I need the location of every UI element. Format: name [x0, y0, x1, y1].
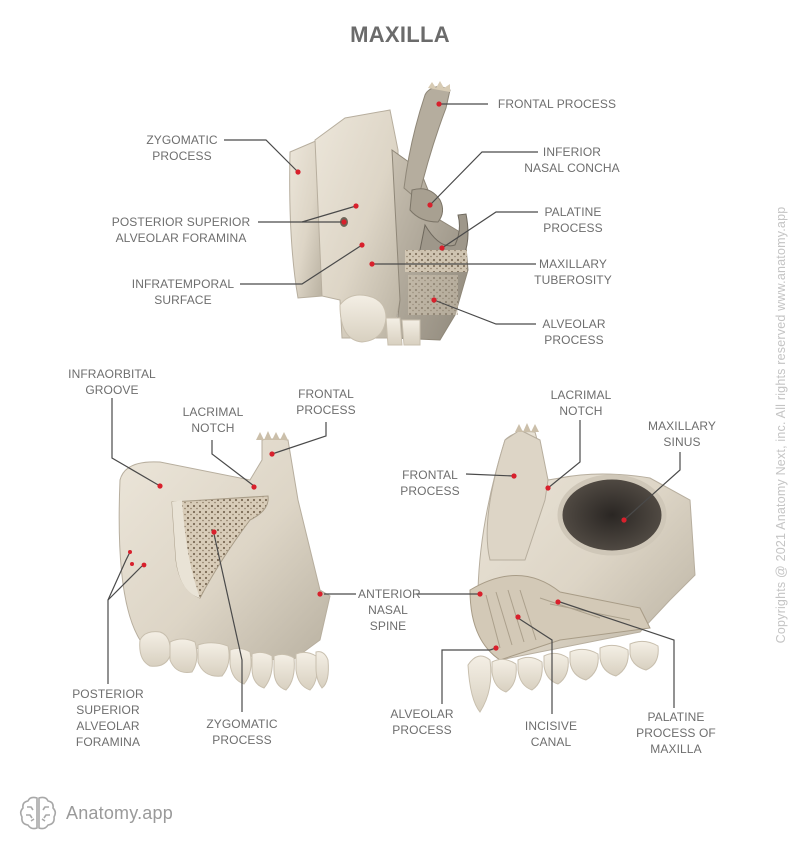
label-maxillary-sinus: MAXILLARY SINUS — [647, 419, 717, 449]
label-posterior-superior-alveolar-foramina-left: POSTERIOR SUPERIOR ALVEOLAR FORAMINA — [72, 687, 144, 749]
label-infratemporal-surface: INFRATEMPORAL SURFACE — [131, 277, 235, 307]
copyright-watermark: Copyrights @ 2021 Anatomy Next, inc. All… — [774, 206, 788, 644]
label-inferior-nasal-concha: INFERIOR NASAL CONCHA — [524, 145, 620, 175]
brand-name: Anatomy.app — [66, 802, 173, 823]
posterior-view-bone — [289, 81, 469, 346]
label-anterior-nasal-spine: ANTERIOR NASAL SPINE — [358, 587, 421, 633]
label-alveolar-process-right: ALVEOLAR PROCESS — [390, 707, 454, 737]
label-lacrimal-notch-right: LACRIMAL NOTCH — [550, 388, 612, 418]
brain-icon — [19, 796, 57, 830]
page-title: MAXILLA — [350, 22, 450, 47]
label-frontal-process-top: FRONTAL PROCESS — [497, 97, 617, 111]
label-zygomatic-process-left: ZYGOMATIC PROCESS — [206, 717, 278, 747]
lateral-view-bone — [118, 431, 331, 691]
label-maxillary-tuberosity: MAXILLARY TUBEROSITY — [534, 257, 612, 287]
leader-lines — [107, 103, 681, 714]
brand-logo[interactable]: Anatomy.app — [18, 795, 173, 831]
label-infraorbital-groove: INFRAORBITAL GROOVE — [68, 367, 156, 397]
label-lacrimal-notch-left: LACRIMAL NOTCH — [182, 405, 244, 435]
label-zygomatic-process-top: ZYGOMATIC PROCESS — [146, 133, 218, 163]
medial-view-bone — [467, 423, 696, 713]
label-posterior-superior-alveolar-foramina-top: POSTERIOR SUPERIOR ALVEOLAR FORAMINA — [111, 215, 251, 245]
label-frontal-process-right: FRONTAL PROCESS — [400, 468, 460, 498]
label-incisive-canal: INCISIVE CANAL — [524, 719, 578, 749]
label-alveolar-process-top: ALVEOLAR PROCESS — [542, 317, 606, 347]
label-frontal-process-left: FRONTAL PROCESS — [296, 387, 356, 417]
location-markers — [128, 101, 627, 651]
label-palatine-process-of-maxilla: PALATINE PROCESS OF MAXILLA — [636, 710, 716, 756]
label-palatine-process-top: PALATINE PROCESS — [543, 205, 603, 235]
